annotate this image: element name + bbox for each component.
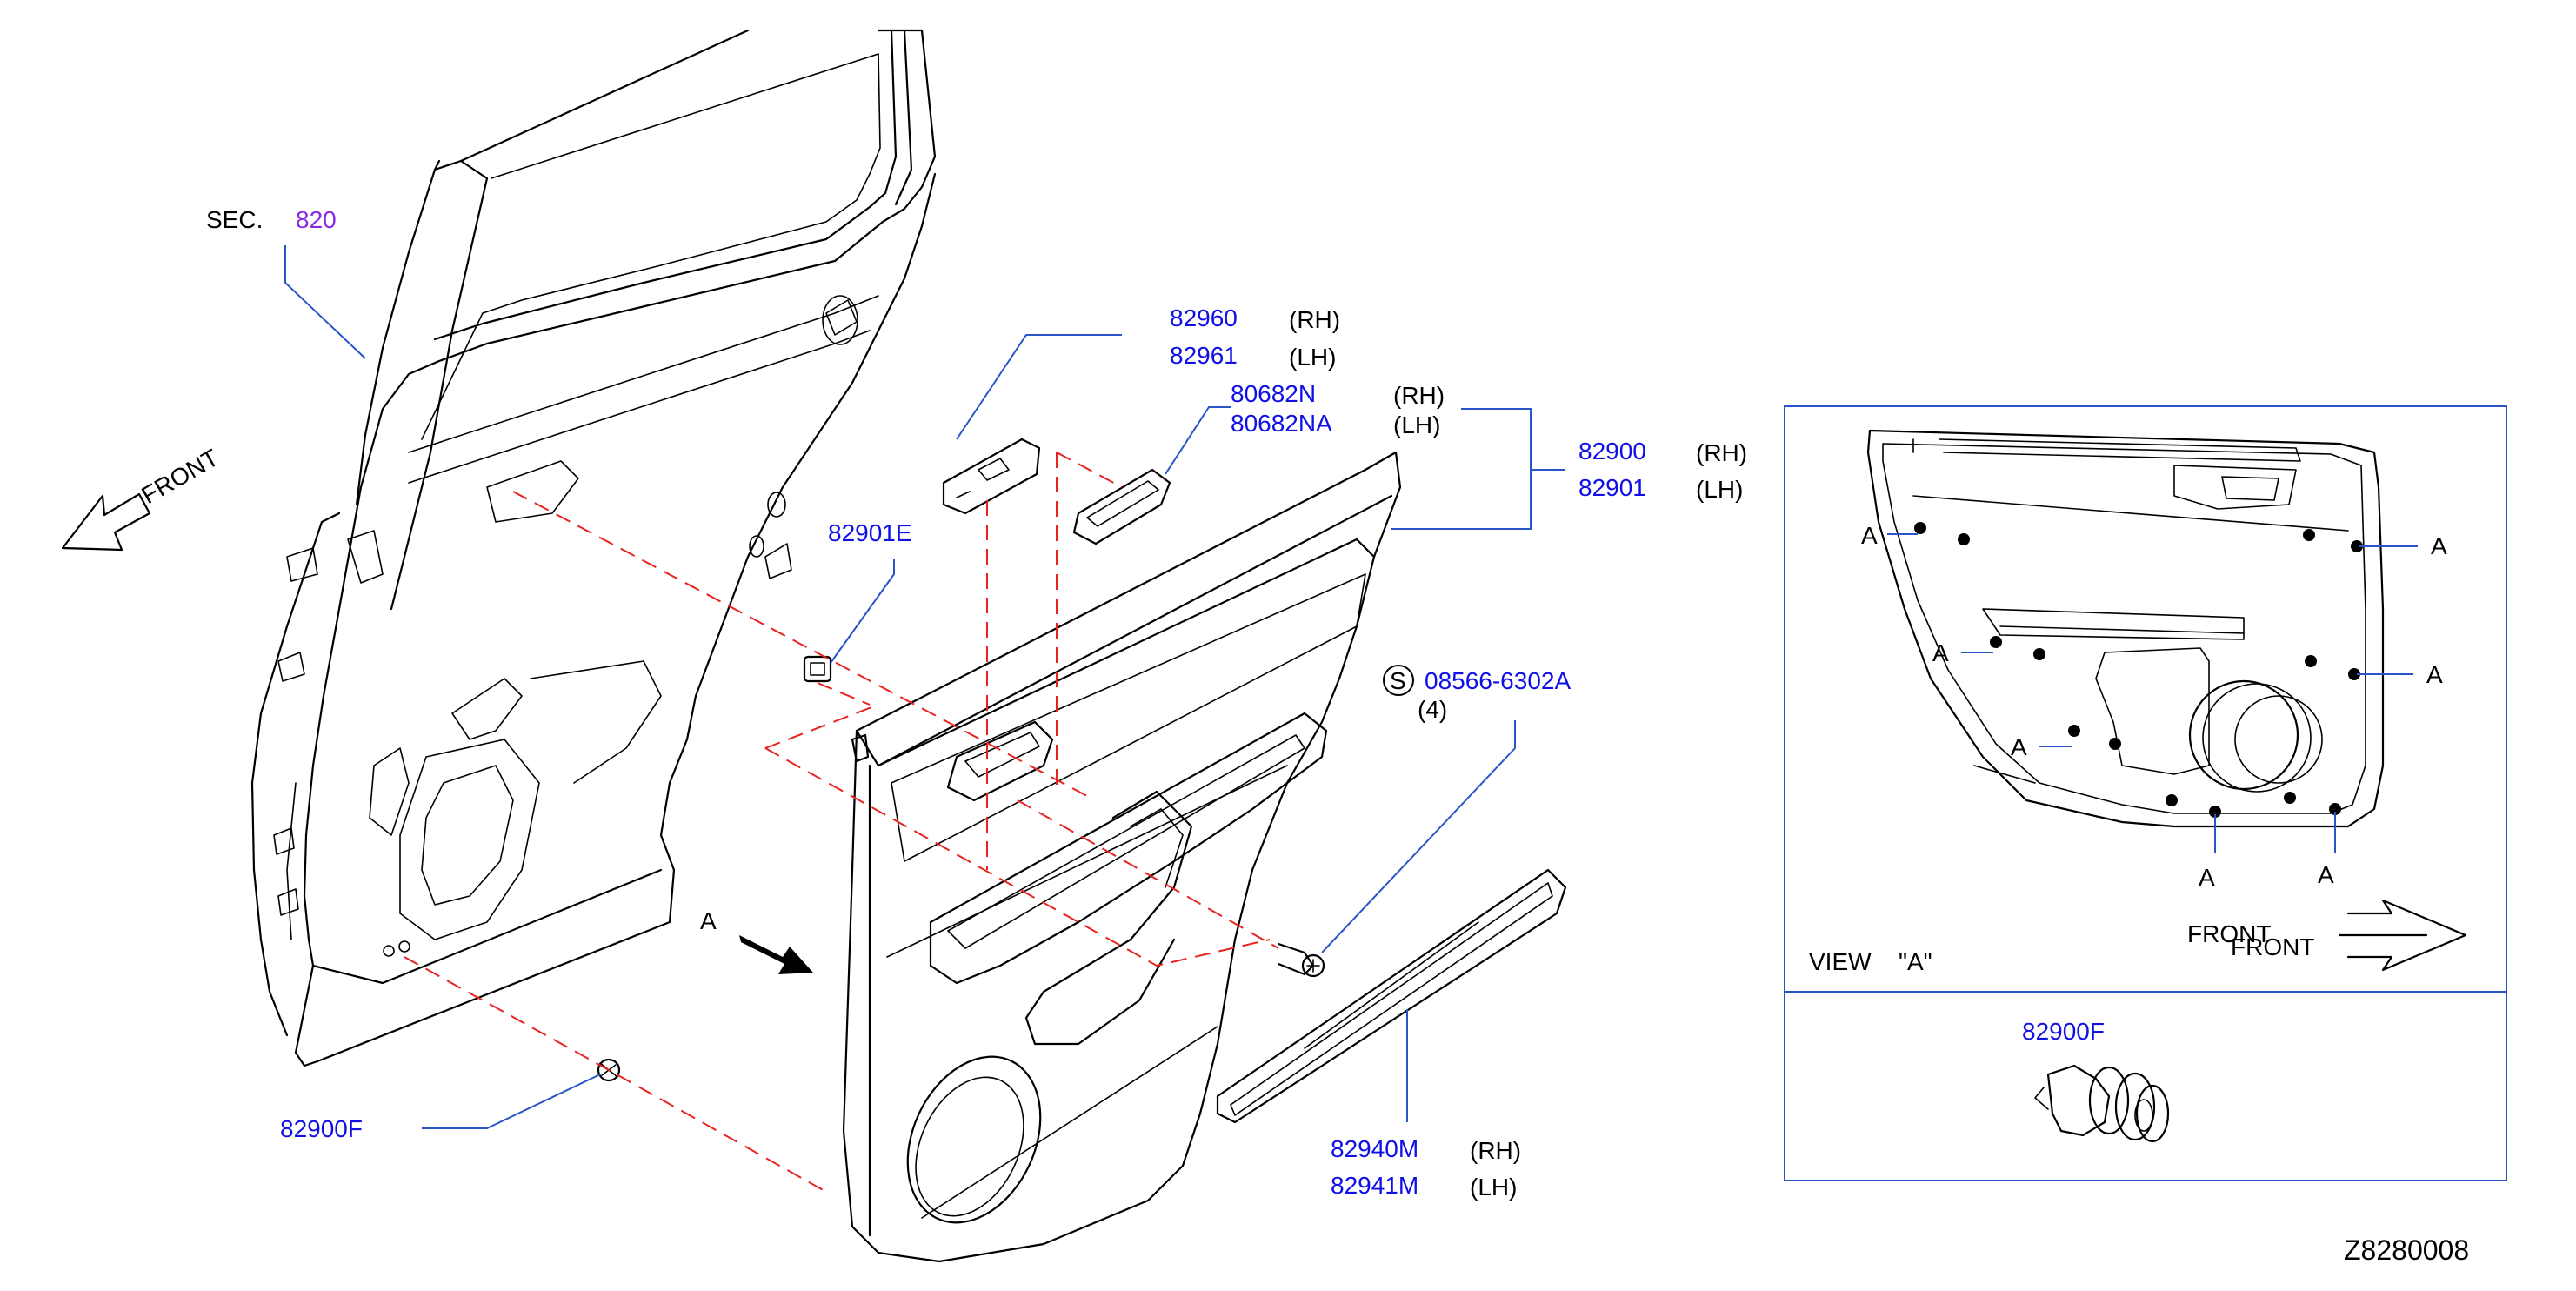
phantom-lines bbox=[404, 452, 1279, 1193]
screw-drawing bbox=[1277, 942, 1325, 978]
a-label: A bbox=[2431, 532, 2447, 559]
a-label: A bbox=[1932, 639, 1949, 666]
inset-clip-drawing bbox=[2034, 1064, 2170, 1143]
part-side: (RH) bbox=[1696, 439, 1747, 466]
section-reference: SEC. 820 bbox=[206, 206, 337, 233]
part-number: 82940M bbox=[1331, 1135, 1418, 1162]
leader-lines bbox=[284, 245, 1565, 1129]
inset-front-label: FRONT bbox=[2187, 920, 2271, 947]
front-arrow-icon bbox=[61, 492, 151, 552]
inset-a-callouts: A A A A A A A bbox=[1861, 522, 2447, 891]
part-side: (LH) bbox=[1289, 344, 1336, 371]
clip-82901e-drawing bbox=[803, 655, 832, 683]
inset-clip-label: 82900F bbox=[2022, 1018, 2105, 1045]
front-label: FRONT bbox=[137, 444, 224, 509]
part-side: (RH) bbox=[1393, 382, 1445, 409]
part-side: (LH) bbox=[1470, 1174, 1517, 1201]
part-number: 80682NA bbox=[1231, 410, 1332, 437]
screw-quantity: (4) bbox=[1418, 696, 1447, 723]
a-label: A bbox=[2199, 864, 2215, 891]
escutcheon-drawing bbox=[1072, 468, 1171, 545]
part-number: 82961 bbox=[1170, 342, 1238, 369]
view-a-arrow-icon bbox=[739, 935, 813, 974]
part-number: 80682N bbox=[1231, 380, 1316, 407]
clip-82901e-label: 82901E bbox=[828, 519, 912, 546]
part-number: 82941M bbox=[1331, 1172, 1418, 1199]
door-frame-drawing bbox=[250, 29, 937, 1067]
a-label: A bbox=[2011, 733, 2027, 760]
part-side: (RH) bbox=[1289, 306, 1340, 333]
section-prefix: SEC. bbox=[206, 206, 263, 233]
door-finisher-callout: 82900 (RH) 82901 (LH) bbox=[1578, 438, 1747, 503]
view-a-marker: A bbox=[700, 907, 717, 934]
switch-panel-drawing bbox=[942, 438, 1041, 515]
screw-prefix: S bbox=[1390, 667, 1406, 694]
screw-callout: S 08566-6302A (4) bbox=[1383, 665, 1571, 723]
door-finisher-drawing bbox=[842, 451, 1402, 1263]
escutcheon-callout: 80682N (RH) 80682NA (LH) bbox=[1231, 380, 1445, 438]
part-number: 82960 bbox=[1170, 304, 1238, 331]
inset-view-panel: A A A A A A A FRONT FRONT VIEW "A" 82900… bbox=[1784, 405, 2507, 1181]
s-circle-icon bbox=[1383, 665, 1414, 696]
armrest-pad-drawing bbox=[1216, 868, 1567, 1124]
clip-location-dots bbox=[1914, 522, 2363, 818]
section-number: 820 bbox=[296, 206, 337, 233]
inset-view-ref: "A" bbox=[1899, 948, 1932, 975]
inset-front-label: FRONT bbox=[2231, 933, 2314, 960]
part-side: (RH) bbox=[1470, 1137, 1521, 1164]
inset-door-drawing bbox=[1866, 429, 2385, 828]
part-side: (LH) bbox=[1393, 411, 1440, 438]
switch-panel-callout: 82960 (RH) 82961 (LH) bbox=[1170, 304, 1340, 371]
part-side: (LH) bbox=[1696, 476, 1743, 503]
screw-part-number: 08566-6302A bbox=[1425, 667, 1571, 694]
diagram-id: Z8280008 bbox=[2344, 1234, 2469, 1266]
a-label: A bbox=[2426, 661, 2443, 688]
inset-front-arrow-icon bbox=[2338, 899, 2467, 972]
part-number: 82900 bbox=[1578, 438, 1646, 465]
a-label: A bbox=[1861, 522, 1878, 549]
inset-view-title: VIEW bbox=[1809, 948, 1872, 975]
part-number: 82901 bbox=[1578, 474, 1646, 501]
armrest-callout: 82940M (RH) 82941M (LH) bbox=[1331, 1135, 1521, 1201]
a-label: A bbox=[2318, 861, 2334, 888]
clip-82900f-label: 82900F bbox=[280, 1115, 363, 1142]
